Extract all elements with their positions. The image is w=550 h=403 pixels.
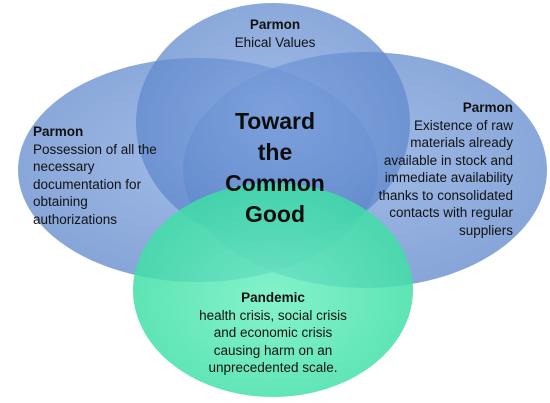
label-bottom-title: Pandemic <box>241 290 305 305</box>
label-bottom: Pandemic health crisis, social crisis an… <box>185 289 361 377</box>
label-top: Parmon Ehical Values <box>205 16 345 51</box>
label-right-body: Existence of raw materials already avail… <box>378 117 513 238</box>
circle-top <box>136 3 410 243</box>
circle-bottom <box>133 183 413 397</box>
label-top-title: Parmon <box>249 17 301 32</box>
label-left-body: Possession of all the necessary document… <box>33 141 157 227</box>
label-right: Parmon Existence of raw materials alread… <box>355 99 513 239</box>
center-title: Toward the Common Good <box>225 108 325 227</box>
label-right-title: Parmon <box>462 100 513 115</box>
label-top-body: Ehical Values <box>234 34 316 50</box>
label-left-title: Parmon <box>33 124 84 139</box>
label-left: Parmon Possession of all the necessary d… <box>33 123 173 228</box>
label-bottom-body: health crisis, social crisis and economi… <box>199 307 347 376</box>
